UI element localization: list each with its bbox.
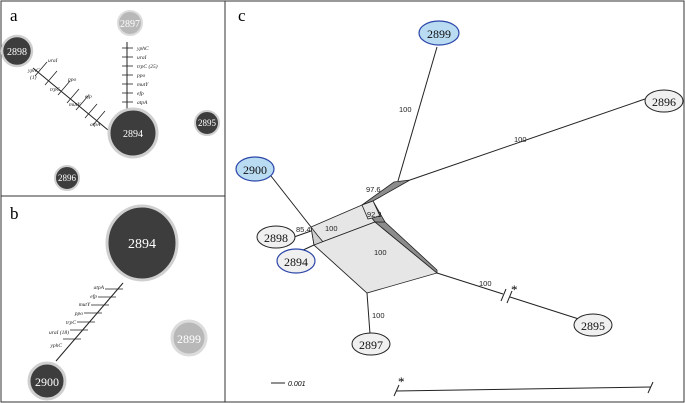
gene-label: yphC [49,343,62,349]
gene-labels-b: atpA efp mutY ppo trpC uraI (18) yphC [49,285,105,349]
gene-label: uraI [48,58,59,64]
svg-text:2897: 2897 [120,19,140,30]
reference-bar-end-right [647,381,654,394]
gene-label: trpC (25) [137,63,158,70]
svg-text:2895: 2895 [581,319,605,333]
gene-label: atpA [137,100,148,106]
node-2897-c: 2897 [351,332,391,356]
gene-label: (1) [30,74,37,81]
node-2896-c: 2896 [644,89,684,113]
node-2900-c: 2900 [235,156,275,182]
panel-c-label: c [238,6,246,25]
svg-text:2900: 2900 [243,163,267,177]
bootstrap-value: 100 [372,311,385,320]
branch-to-2897 [366,292,371,335]
scale-bar-label: 0.001 [288,381,306,388]
svg-text:2900: 2900 [35,375,59,389]
node-2896: 2896 [54,165,80,191]
gene-label: efp [137,90,144,97]
gene-label: efp [85,93,92,100]
mutation-ticks-left [34,61,106,126]
node-2897: 2897 [117,10,143,36]
network-box-small [361,200,381,220]
gene-label: uraI [137,55,148,61]
bootstrap-value: 100 [514,135,527,144]
gene-label: atpA [94,285,105,291]
node-2894-b: 2894 [105,204,179,282]
gene-label: mutY [69,102,81,108]
branch-to-2898 [293,230,312,238]
branch-to-2895 [436,272,504,295]
node-2895: 2895 [194,110,220,136]
gene-label: mutY [79,302,91,308]
gene-labels-left: yphC (1) uraI ppo trpC efp mutY atpA [27,58,101,128]
gene-label: ppo [67,77,77,83]
reference-bar [395,386,652,392]
branch-to-2895-b [509,296,586,322]
tree-branches [270,46,646,335]
bootstrap-value: 100 [479,279,492,288]
svg-text:2894: 2894 [123,129,143,140]
gene-label: trpC [50,87,60,93]
asterisk-mark: * [511,282,518,297]
branch-to-2900 [270,175,312,228]
bootstrap-value: 100 [325,224,338,233]
svg-text:2894: 2894 [284,255,308,269]
bootstrap-value: 100 [399,105,412,114]
panel-a: a yphC (1) uraI ppo trpC efp mutY atpA [0,6,220,191]
branch-break-marks [500,288,513,304]
node-2899-b: 2899 [170,319,208,357]
gene-label: mutY [137,82,149,88]
svg-text:2896: 2896 [58,173,77,183]
panel-b-label: b [10,204,19,223]
panel-c: c * 100 100 97.6 92.3 [235,6,684,397]
svg-text:2894: 2894 [128,237,156,252]
gene-label: yphC [27,68,40,74]
gene-label: ppo [136,73,146,79]
panel-b: b atpA efp mutY ppo trpC uraI (18) yphC … [10,204,208,401]
node-2895-c: 2895 [573,313,613,337]
svg-text:2899: 2899 [177,332,201,346]
svg-text:2896: 2896 [652,95,676,109]
gene-label: yphC [136,46,149,52]
gene-label: atpA [90,122,101,128]
bootstrap-labels: 100 100 97.6 92.3 85.4 100 100 100 100 1… [296,105,527,320]
node-2894-c: 2894 [276,248,316,274]
branch-to-2896 [409,98,646,181]
mutation-ticks-b [63,288,123,340]
gene-label: efp [90,293,97,300]
node-2898: 2898 [0,34,34,68]
reference-asterisk: * [398,374,405,389]
svg-text:2898: 2898 [7,47,27,58]
node-2899-c: 2899 [418,20,460,46]
node-2900-b: 2900 [27,361,67,401]
gene-label: trpC [66,320,76,326]
bootstrap-value: 92.3 [367,210,382,219]
panel-c-frame [224,0,685,403]
gene-label: uraI (18) [49,329,69,336]
bootstrap-value: 100 [374,248,387,257]
branch-to-2899 [397,46,438,182]
bootstrap-value: 85.4 [296,225,311,234]
node-2894: 2894 [107,107,159,159]
gene-label: ppo [74,311,84,317]
svg-text:2898: 2898 [264,231,288,245]
svg-text:2899: 2899 [427,27,451,41]
bootstrap-value: 97.6 [366,185,381,194]
gene-labels-top: yphC uraI trpC (25) ppo mutY efp atpA [136,46,158,106]
node-2898-c: 2898 [256,225,296,249]
reference-bar-end-left [393,384,400,397]
svg-text:2895: 2895 [198,118,217,128]
svg-text:2897: 2897 [359,338,383,352]
panel-a-frame [0,0,226,197]
panel-a-label: a [10,6,18,25]
mutation-ticks-top [122,47,133,103]
